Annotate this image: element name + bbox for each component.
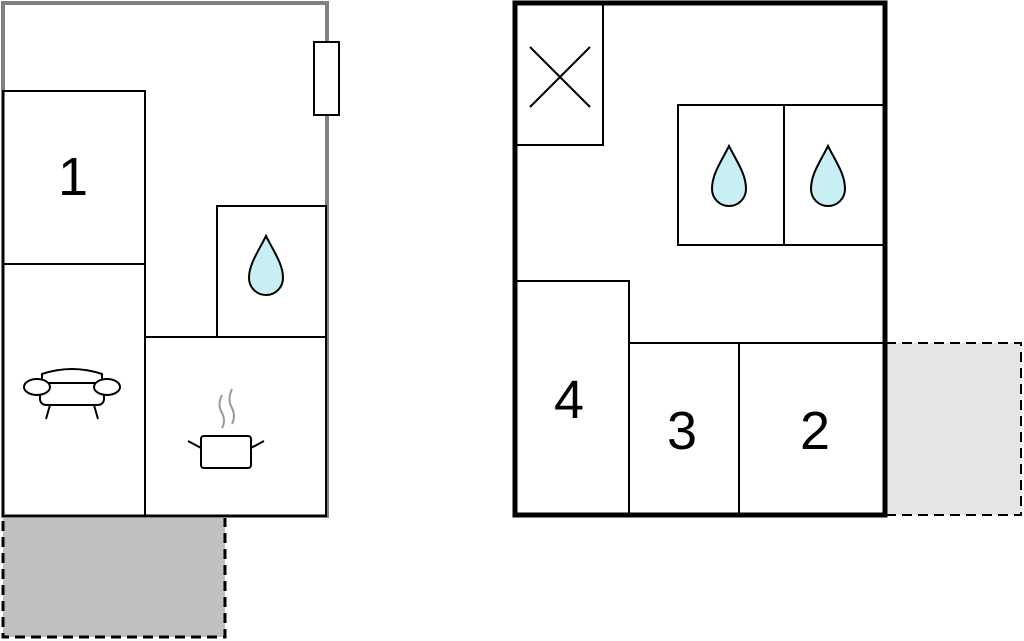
- water-drop-icon: [710, 143, 748, 207]
- room-label-3: 3: [667, 401, 697, 461]
- room-kitchen: [144, 336, 327, 517]
- room-label-4: 4: [554, 370, 584, 430]
- room-bedroom-4: [515, 280, 630, 515]
- room-bathroom-b: [783, 104, 886, 246]
- room-label-1: 1: [58, 147, 88, 207]
- cross-icon: [529, 46, 591, 108]
- terrace-left: [1, 513, 227, 639]
- floor-plan-left: 1: [1, 1, 340, 639]
- room-stairwell: [514, 2, 604, 146]
- sofa-icon: [23, 368, 121, 420]
- floor-plan-right: 4 3 2: [512, 0, 1022, 518]
- outer-wall-right: [512, 0, 888, 518]
- window-icon: [313, 41, 340, 116]
- water-drop-icon: [247, 233, 285, 296]
- terrace-right: [885, 342, 1022, 516]
- room-label-2: 2: [800, 401, 830, 461]
- water-drop-icon: [809, 143, 847, 207]
- cooking-pot-icon: [187, 388, 265, 469]
